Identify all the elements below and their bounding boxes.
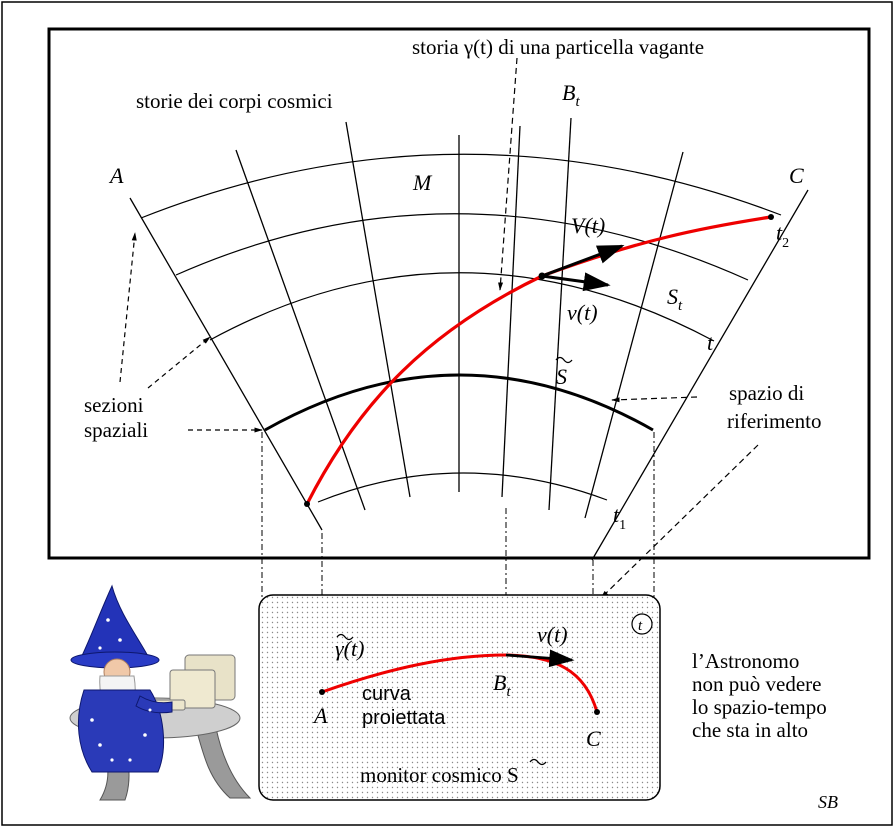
world-line-C bbox=[591, 189, 809, 561]
gamma-tilde-label: γ(t) bbox=[335, 636, 364, 661]
projected-end-point bbox=[594, 709, 600, 715]
gamma-pointer bbox=[498, 57, 518, 291]
world-line-3 bbox=[345, 121, 411, 498]
astronomer-note-line-4: che sta in alto bbox=[692, 718, 808, 742]
particle-history-curve bbox=[305, 215, 772, 505]
projected-curve bbox=[321, 653, 599, 713]
projected-start-point bbox=[319, 689, 325, 695]
label-Bt-top: Bt bbox=[562, 80, 580, 110]
monitor-Bt-label: Bt bbox=[493, 670, 511, 700]
curve-end-point bbox=[768, 214, 774, 220]
cosmic-monitor bbox=[258, 594, 661, 801]
projected-curve-label-2: proiettata bbox=[362, 707, 446, 729]
section-pointer-1 bbox=[119, 232, 137, 383]
label-t1: t1 bbox=[613, 502, 626, 533]
world-line-A bbox=[129, 197, 323, 531]
section-top bbox=[140, 153, 782, 219]
signature: SB bbox=[818, 792, 838, 812]
label-t-section: t bbox=[707, 330, 714, 355]
reference-space-label-1: spazio di bbox=[729, 381, 804, 405]
label-v: v(t) bbox=[567, 300, 598, 325]
section-t1 bbox=[317, 472, 608, 503]
label-A-top: A bbox=[108, 163, 124, 188]
label-S-tilde: S bbox=[556, 364, 567, 389]
label-St: St bbox=[667, 284, 683, 314]
monitor-caption: monitor cosmico S bbox=[360, 763, 519, 787]
curve-start-point bbox=[304, 501, 310, 507]
monitor-A-label: A bbox=[312, 703, 328, 728]
astronomer-note-line-3: lo spazio-tempo bbox=[692, 695, 827, 719]
spatial-sections-label-2: spaziali bbox=[84, 418, 148, 442]
label-V: V(t) bbox=[571, 213, 605, 238]
section-pointer-2 bbox=[147, 336, 211, 389]
spatial-sections bbox=[140, 153, 782, 503]
label-t2: t2 bbox=[776, 220, 789, 251]
gamma-tilde-mark bbox=[336, 633, 354, 641]
world-line-5 bbox=[501, 125, 521, 498]
monitor-pointer bbox=[600, 444, 759, 599]
section-mid bbox=[175, 213, 749, 281]
reference-space-pointer bbox=[611, 396, 698, 403]
world-line-2 bbox=[235, 149, 366, 511]
V-vector-arrow bbox=[541, 244, 625, 278]
projected-curve-label-1: curva bbox=[362, 683, 412, 705]
astronomer-note-line-2: non può vedere bbox=[692, 672, 821, 696]
spatial-sections-label-1: sezioni bbox=[84, 393, 144, 417]
monitor-C-label: C bbox=[586, 726, 601, 751]
clock-icon: t bbox=[631, 613, 653, 635]
cosmic-body-histories bbox=[129, 117, 809, 561]
tilde-S-mark bbox=[555, 356, 573, 364]
projected-v-arrow bbox=[505, 649, 575, 668]
caption-tilde-mark bbox=[529, 758, 547, 766]
label-M: M bbox=[412, 170, 433, 195]
monitor-v-label: v(t) bbox=[537, 622, 568, 647]
spacetime-box bbox=[47, 27, 871, 560]
pointer-arrows bbox=[119, 57, 759, 599]
v-vector-arrow bbox=[541, 272, 611, 292]
astronomer-note-line-1: l’Astronomo bbox=[692, 649, 799, 673]
world-line-7 bbox=[584, 151, 684, 519]
section-t bbox=[209, 272, 715, 342]
wizard-at-computer-icon bbox=[69, 584, 252, 801]
svg-text:t: t bbox=[638, 618, 643, 634]
cosmic-histories-label: storie dei corpi cosmici bbox=[136, 89, 333, 113]
reference-space-label-2: riferimento bbox=[727, 409, 821, 433]
particle-history-title: storia γ(t) di una particella vagante bbox=[412, 35, 704, 59]
world-line-B bbox=[548, 117, 572, 511]
label-C-top: C bbox=[789, 163, 804, 188]
